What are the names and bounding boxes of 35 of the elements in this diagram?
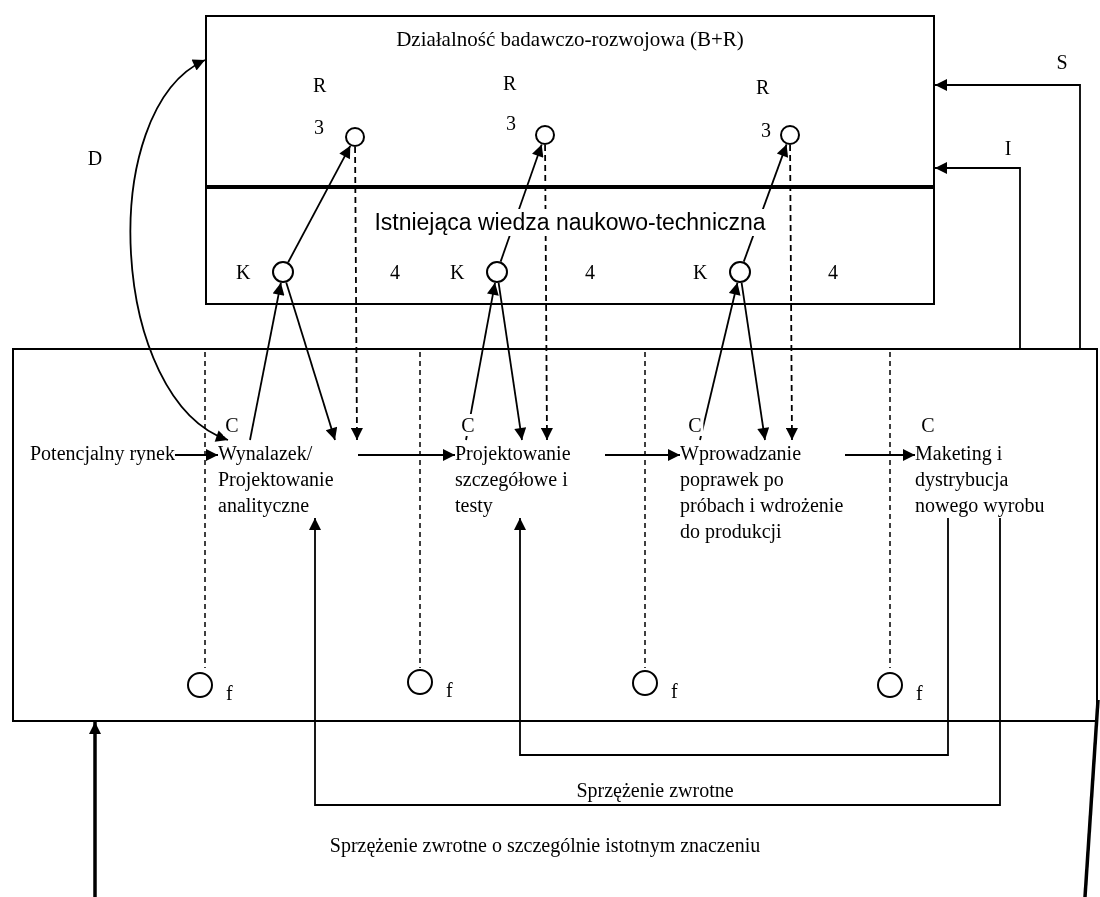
arrow	[740, 282, 770, 441]
arrow	[130, 59, 229, 441]
arrow	[357, 449, 456, 461]
arrow	[287, 144, 352, 264]
node-circle	[877, 672, 903, 698]
arrow	[934, 79, 1081, 349]
node-circle	[272, 261, 294, 283]
arrow	[699, 281, 741, 441]
arrow	[742, 143, 789, 263]
node-circle	[345, 127, 365, 147]
arrow	[285, 281, 338, 441]
node-circle	[535, 125, 555, 145]
node-circle	[187, 672, 213, 698]
node-circle	[632, 670, 658, 696]
arrow	[514, 517, 949, 756]
arrow	[497, 282, 527, 441]
arrow	[844, 449, 916, 461]
arrow	[540, 144, 553, 441]
arrow	[249, 281, 285, 441]
arrow	[89, 722, 101, 897]
node-circle	[407, 669, 433, 695]
process-box	[12, 348, 1098, 722]
arrow	[174, 449, 219, 461]
arrow	[499, 143, 544, 263]
arrow	[604, 449, 681, 461]
arrow	[934, 162, 1021, 349]
node-circle	[729, 261, 751, 283]
node-circle	[780, 125, 800, 145]
arrow	[309, 517, 1001, 806]
connector-line	[1083, 699, 1100, 897]
edge-label: C	[459, 414, 477, 436]
node-circle	[486, 261, 508, 283]
arrow	[465, 281, 499, 441]
arrow	[785, 144, 798, 441]
arrow	[350, 146, 363, 441]
